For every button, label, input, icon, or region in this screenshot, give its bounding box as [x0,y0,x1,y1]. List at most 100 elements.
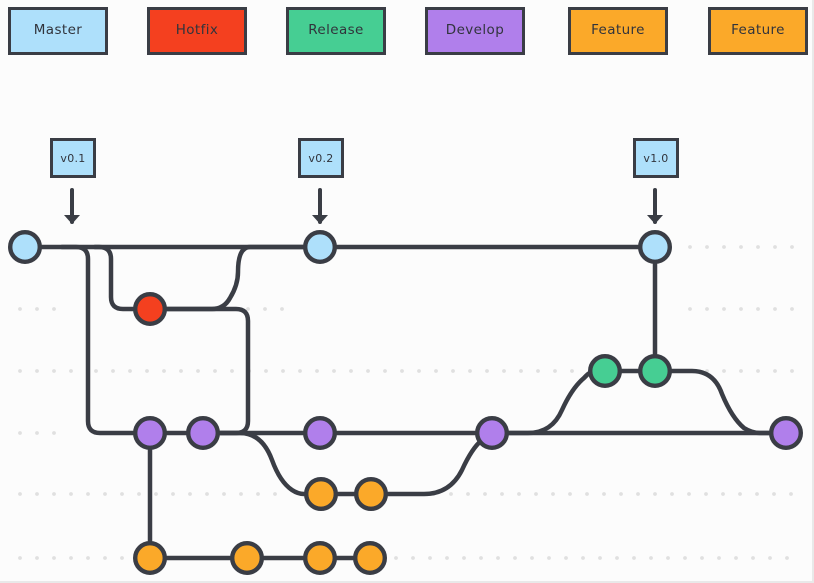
grid-dot [52,307,56,311]
grid-dot [103,556,107,560]
grid-dot [179,369,183,373]
grid-dot [145,369,149,373]
grid-dot [773,369,777,373]
grid-dot [598,556,602,560]
commit-node-feature2-commit-4[interactable] [353,541,388,576]
grid-dot [790,307,794,311]
legend-item-master-0[interactable]: Master [8,7,108,55]
version-tag-label: v1.0 [643,151,669,165]
grid-dot [366,369,370,373]
commit-node-develop-commit-2[interactable] [185,416,220,451]
commit-node-master-commit-1[interactable] [7,229,43,264]
tag-arrow-head-v0.1 [64,215,80,224]
grid-dot [739,307,743,311]
grid-dot [18,307,22,311]
commit-node-release-commit-2[interactable] [638,354,673,389]
grid-dot [734,556,738,560]
commit-node-feature2-commit-3[interactable] [303,541,338,576]
grid-dot [128,369,132,373]
commit-node-feature1-commit-1[interactable] [304,477,339,512]
legend-item-label: Feature [731,22,785,39]
version-tag-v1.0[interactable]: v1.0 [633,138,679,178]
grid-dot [666,556,670,560]
grid-dot [18,556,22,560]
grid-dot [704,492,708,496]
grid-dot-layer [18,245,794,560]
grid-dot [468,369,472,373]
grid-dot [230,369,234,373]
grid-dot [705,307,709,311]
grid-dot [281,369,285,373]
grid-dot [739,245,743,249]
grid-dot [394,556,398,560]
grid-dot [205,492,209,496]
grid-dot [256,492,260,496]
grid-dot [581,556,585,560]
legend-item-develop-3[interactable]: Develop [425,7,525,55]
grid-dot [756,369,760,373]
grid-dot [154,492,158,496]
grid-dot [264,369,268,373]
grid-dot [789,492,793,496]
commit-node-develop-commit-1[interactable] [132,416,167,451]
grid-dot [18,431,22,435]
legend-item-release-2[interactable]: Release [286,7,386,55]
commit-node-develop-commit-4[interactable] [475,416,510,451]
feature1-to-develop-merge [385,430,495,497]
grid-dot [717,556,721,560]
commit-node-layer [7,229,804,576]
commit-node-feature1-commit-2[interactable] [354,477,389,512]
grid-dot [772,492,776,496]
grid-dot [349,369,353,373]
grid-dot [213,369,217,373]
commit-node-feature2-commit-1[interactable] [132,541,167,576]
grid-dot [502,369,506,373]
grid-dot [564,556,568,560]
commit-node-develop-commit-5[interactable] [769,416,804,451]
version-tag-v0.2[interactable]: v0.2 [298,138,344,178]
grid-dot [428,556,432,560]
develop-to-release-branch [506,368,599,436]
legend-item-label: Hotfix [175,22,219,39]
commit-node-master-commit-3[interactable] [638,229,673,264]
grid-dot [52,431,56,435]
grid-dot [738,492,742,496]
grid-dot [196,369,200,373]
grid-dot [568,492,572,496]
commit-node-develop-commit-3[interactable] [303,416,338,451]
grid-dot [94,369,98,373]
legend-item-feature-4[interactable]: Feature [568,7,668,55]
grid-dot [222,492,226,496]
version-tag-label: v0.2 [308,151,334,165]
grid-dot [162,369,166,373]
grid-dot [722,369,726,373]
develop-to-feature1-branch [217,430,307,497]
grid-dot [636,492,640,496]
grid-dot [298,369,302,373]
grid-dot [534,492,538,496]
grid-dot [188,492,192,496]
grid-dot [773,307,777,311]
commit-node-hotfix-commit-1[interactable] [132,292,167,327]
grid-dot [400,369,404,373]
legend-item-hotfix-1[interactable]: Hotfix [147,7,247,55]
grid-dot [551,492,555,496]
grid-dot [35,556,39,560]
version-tag-label: v0.1 [60,151,86,165]
commit-node-feature2-commit-2[interactable] [229,541,264,576]
grid-dot [687,492,691,496]
grid-dot [52,492,56,496]
grid-dot [773,245,777,249]
grid-dot [517,492,521,496]
grid-dot [722,307,726,311]
grid-dot [496,556,500,560]
version-tag-v0.1[interactable]: v0.1 [50,138,96,178]
legend-item-feature-5[interactable]: Feature [708,7,808,55]
commit-node-release-commit-1[interactable] [588,354,623,389]
commit-node-master-commit-2[interactable] [303,229,338,264]
grid-dot [120,556,124,560]
grid-dot [483,492,487,496]
grid-dot [449,492,453,496]
